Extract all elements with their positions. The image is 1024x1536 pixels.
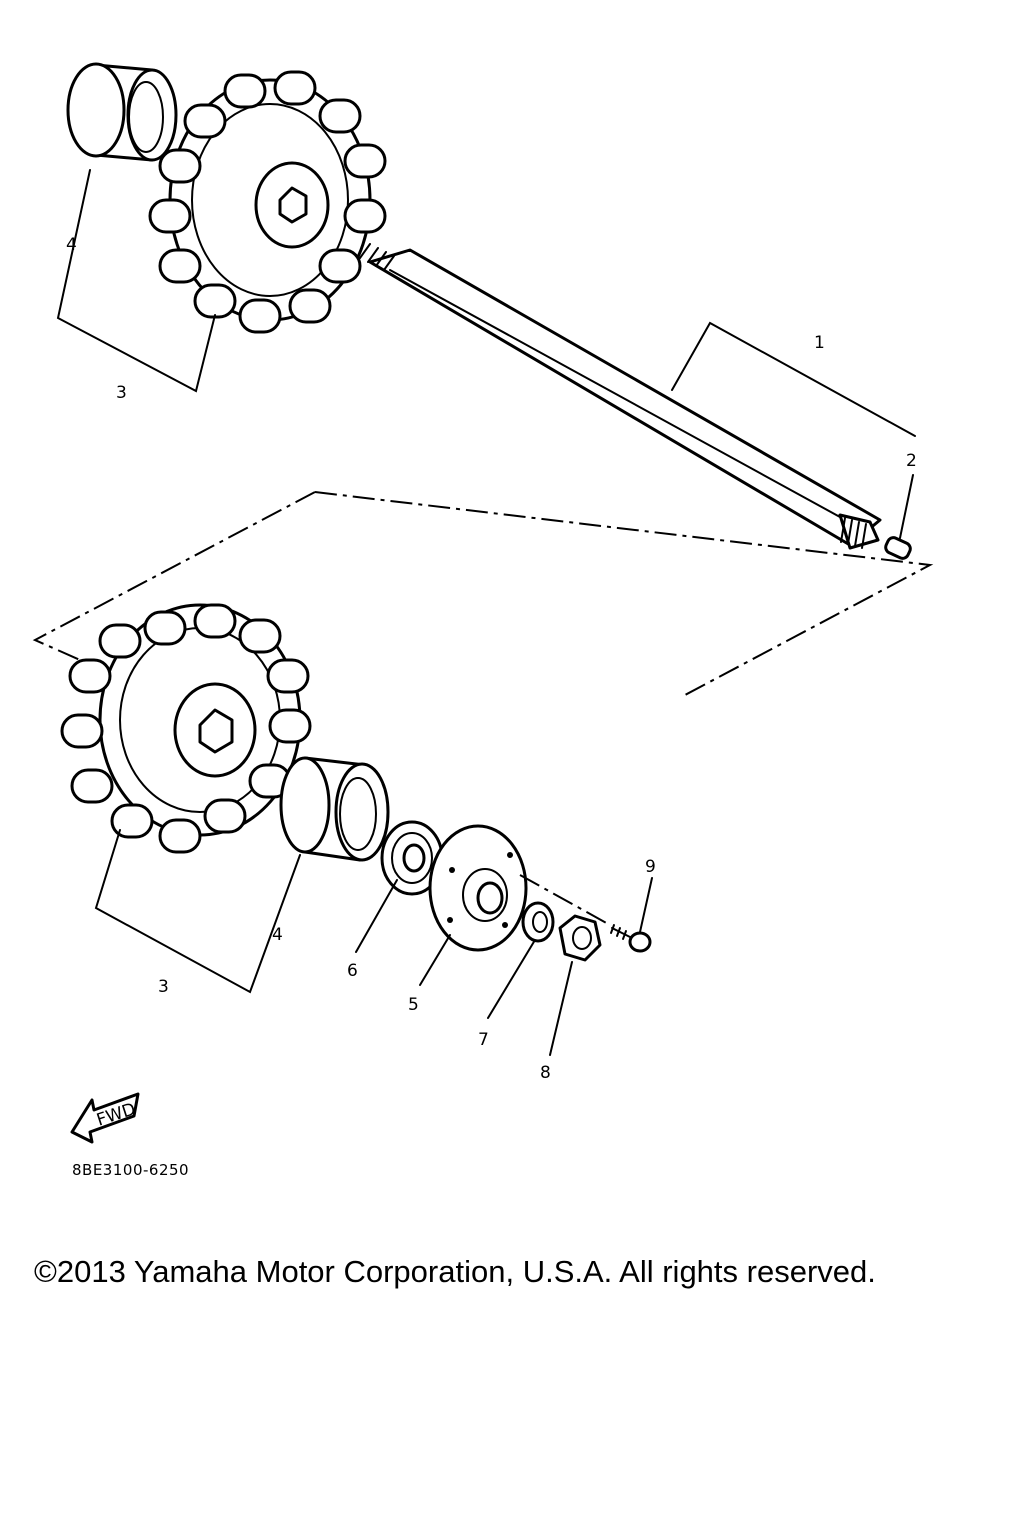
callout-9: 9 — [645, 857, 656, 877]
bottom-sprocket — [60, 603, 312, 854]
washer — [521, 901, 555, 943]
flange-housing — [428, 824, 528, 952]
callout-8: 8 — [540, 1063, 551, 1083]
callout-6: 6 — [347, 961, 358, 981]
nut — [558, 914, 602, 962]
bolt — [610, 924, 652, 953]
part-code: 8BE3100-6250 — [72, 1161, 189, 1179]
shaft — [359, 243, 882, 550]
callout-bracket-1 — [671, 321, 916, 437]
parts-diagram: 1 2 3 4 3 4 5 6 7 8 9 FWD 8BE3100-6250 — [32, 62, 934, 1179]
top-sprocket — [148, 70, 387, 334]
bottom-ring — [279, 756, 390, 862]
alignment-line — [314, 491, 934, 696]
callout-4-top: 4 — [66, 235, 77, 255]
callout-3-bottom: 3 — [158, 977, 169, 997]
fwd-label: FWD — [94, 1099, 138, 1130]
callout-3-top: 3 — [116, 383, 127, 403]
callout-5: 5 — [408, 995, 419, 1015]
callout-4-bottom: 4 — [272, 925, 283, 945]
callout-7: 7 — [478, 1030, 489, 1050]
callout-bracket-3-top — [56, 169, 216, 393]
callout-bracket-3-bottom — [94, 829, 301, 994]
top-ring — [66, 62, 178, 162]
copyright-notice: ©2013 Yamaha Motor Corporation, U.S.A. A… — [34, 1254, 876, 1289]
callout-1: 1 — [814, 333, 825, 353]
bearing — [380, 820, 444, 896]
fwd-arrow-icon: FWD — [70, 1092, 140, 1144]
plug — [884, 536, 912, 560]
callout-2: 2 — [906, 451, 917, 471]
